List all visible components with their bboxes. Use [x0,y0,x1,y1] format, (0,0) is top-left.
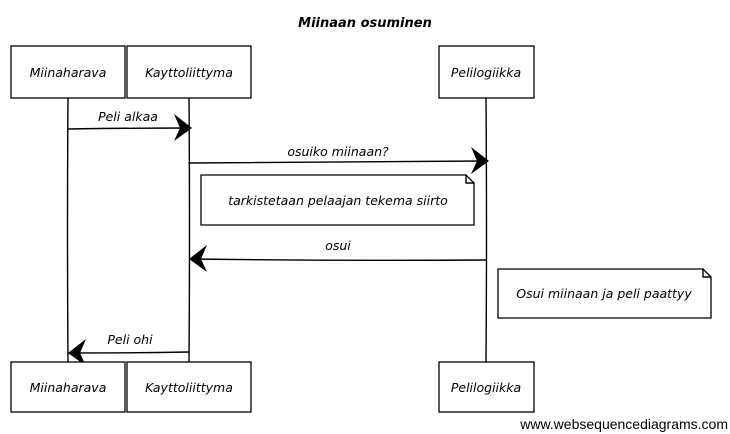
message-arrow-line [67,127,189,130]
participant-label: Kayttoliittyma [145,65,233,80]
arrowhead-icon [471,147,489,174]
note-fold [702,268,712,278]
participant-top-pelilogiikka: Pelilogiikka [438,45,535,99]
note-fold [465,174,475,184]
participant-label: Kayttoliittyma [145,380,233,395]
diagram-title: Miinaan osuminen [298,16,432,31]
participant-top-miinaharava: Miinaharava [10,45,126,99]
message-label: osui [325,238,351,253]
arrowhead-icon [189,245,207,272]
participant-top-kayttoliittyma: Kayttoliittyma [126,45,252,99]
participant-label: Pelilogiikka [451,380,521,395]
message-label: Peli alkaa [98,109,158,124]
message-arrow-line [70,351,190,354]
message-label: osuiko miinaan? [287,144,389,159]
participant-bottom-kayttoliittyma: Kayttoliittyma [126,361,252,413]
note-box [200,174,475,226]
note-osui-miinaan: Osui miinaan ja peli paattyy [497,268,712,319]
message-arrow-line [191,258,487,262]
arrowhead-icon [68,339,86,366]
participant-label: Miinaharava [30,65,107,80]
lifeline-miinaharava [66,96,69,363]
message-peli-alkaa: Peli alkaa [67,109,192,141]
message-arrow-line [188,160,486,164]
lifeline-pelilogiikka [485,96,488,363]
note-text: Osui miinaan ja peli paattyy [516,286,692,301]
note-box [497,268,712,319]
message-osui: osui [189,238,487,272]
participant-label: Miinaharava [30,380,107,395]
arrowhead-icon [174,114,192,141]
participant-bottom-miinaharava: Miinaharava [10,361,126,413]
participant-bottom-pelilogiikka: Pelilogiikka [438,361,535,413]
message-label: Peli ohi [107,332,153,347]
note-text: tarkistetaan pelaajan tekema siirto [228,193,448,208]
participant-label: Pelilogiikka [451,65,521,80]
message-peli-ohi: Peli ohi [68,332,190,366]
message-osuiko-miinaan: osuiko miinaan? [188,144,489,174]
watermark-link[interactable]: www.websequencediagrams.com [520,416,728,432]
note-tarkistetaan: tarkistetaan pelaajan tekema siirto [200,174,475,226]
lifeline-kayttoliittyma [188,96,191,363]
